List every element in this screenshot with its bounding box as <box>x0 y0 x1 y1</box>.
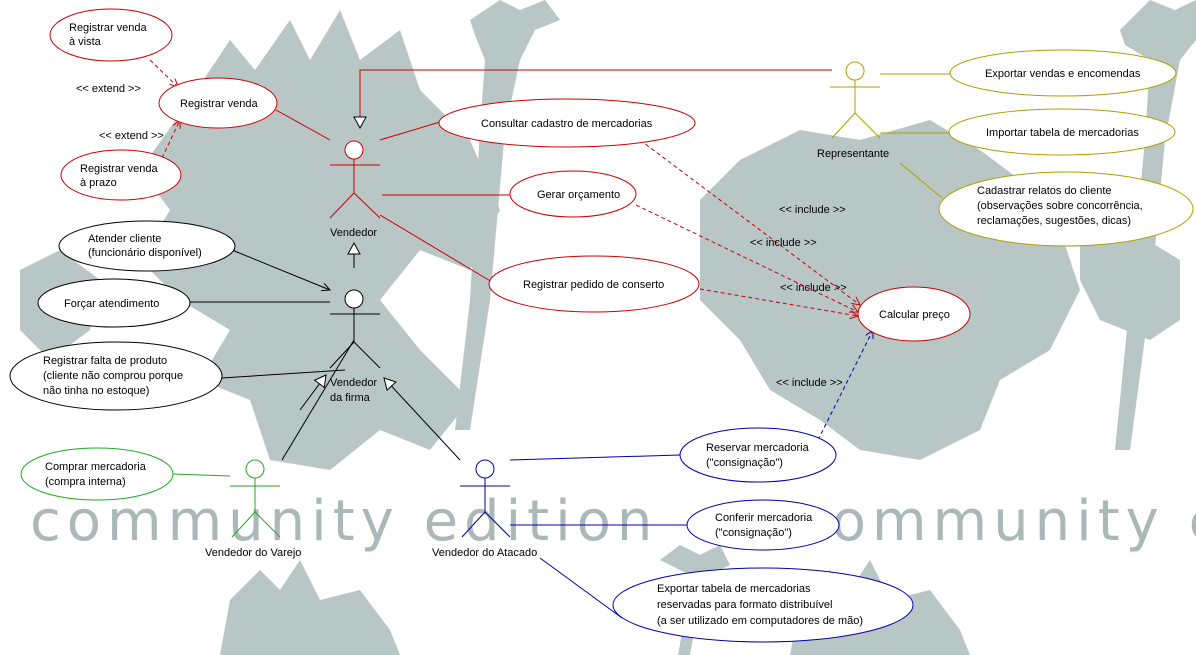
actor-vendedor-do-atacado[interactable]: Vendedor do Atacado <box>432 459 537 559</box>
use-case-label-line: ("consignação") <box>715 527 792 539</box>
use-case-forcar-atendimento[interactable]: Forçar atendimento <box>37 278 191 328</box>
use-case-registrar-venda-a-vista[interactable]: Registrar venda à vista <box>49 8 173 62</box>
watermark-text-left: community edition <box>30 489 658 554</box>
use-case-label-line: Cadastrar relatos do cliente <box>977 185 1112 197</box>
assoc-rep-relatos <box>899 162 943 199</box>
include-label: << include >> <box>780 282 847 294</box>
use-case-label-line: Registrar falta de produto <box>43 355 167 367</box>
use-case-conferir-mercadoria[interactable]: Conferir mercadoria ("consignação") <box>686 499 840 551</box>
extend-vista-to-registrar <box>149 59 178 87</box>
stereotype-labels: << extend >> << extend >> << include >> … <box>76 83 847 389</box>
use-case-label-line: ("consignação") <box>706 457 783 469</box>
use-case-cadastrar-relatos[interactable]: Cadastrar relatos do cliente (observaçõe… <box>938 171 1194 247</box>
use-case-label-line: Registrar venda <box>180 98 259 110</box>
actor-label: Vendedor do Varejo <box>205 547 301 559</box>
use-case-gerar-orcamento[interactable]: Gerar orçamento <box>509 170 637 218</box>
assoc-varejo-line <box>281 339 355 461</box>
use-case-registrar-venda[interactable]: Registrar venda <box>158 77 278 129</box>
extend-label: << extend >> <box>76 83 141 95</box>
use-case-label-line: à vista <box>69 36 102 48</box>
actor-vendedor-do-varejo[interactable]: Vendedor do Varejo <box>205 459 301 559</box>
assoc-vendedor-consultar-cadastro <box>379 121 441 141</box>
use-case-label-line: reservadas para formato distribuível <box>657 599 832 611</box>
use-case-label-line: Exportar tabela de mercadorias <box>657 583 811 595</box>
actor-label: Representante <box>817 148 889 160</box>
extend-label: << extend >> <box>99 130 164 142</box>
watermark-hand-right <box>1080 230 1180 340</box>
generalization-varejo-firma <box>299 374 327 411</box>
use-case-reservar-mercadoria[interactable]: Reservar mercadoria ("consignação") <box>679 427 837 483</box>
include-label: << include >> <box>779 204 846 216</box>
include-consultar-calcular <box>639 139 860 305</box>
actor-vendedor-da-firma[interactable]: Vendedor da firma <box>329 289 381 404</box>
use-case-label-line: não tinha no estoque) <box>43 385 149 397</box>
use-case-label-line: reclamações, sugestões, dicas) <box>977 215 1131 227</box>
watermark-trident-left <box>455 0 560 430</box>
use-case-label-line: Registrar venda <box>69 22 148 34</box>
actor-label-line2: da firma <box>330 392 371 404</box>
use-case-label-line: Importar tabela de mercadorias <box>986 127 1139 139</box>
use-case-importar-tabela[interactable]: Importar tabela de mercadorias <box>948 108 1176 156</box>
extend-prazo-to-registrar <box>161 120 180 159</box>
assoc-atender-firma <box>231 249 330 290</box>
watermark-figure-bottom-left <box>220 560 400 655</box>
use-case-label-line: (funcionário disponível) <box>88 247 202 259</box>
include-label: << include >> <box>750 237 817 249</box>
use-case-exportar-vendas[interactable]: Exportar vendas e encomendas <box>949 49 1177 97</box>
use-case-atender-cliente[interactable]: Atender cliente (funcionário disponível) <box>58 220 236 272</box>
use-case-label-line: Exportar vendas e encomendas <box>985 68 1141 80</box>
use-case-label-line: Comprar mercadoria <box>45 461 147 473</box>
use-case-label-line: (cliente não comprou porque <box>43 370 183 382</box>
use-case-label-line: Consultar cadastro de mercadorias <box>481 118 653 130</box>
assoc-atacado-reservar <box>509 454 681 461</box>
assoc-varejo-comprar <box>171 473 231 477</box>
include-conserto-calcular <box>699 288 858 316</box>
use-case-label-line: Calcular preço <box>879 309 950 321</box>
use-case-label-line: à prazo <box>80 177 117 189</box>
use-case-label-line: Forçar atendimento <box>64 298 159 310</box>
actor-label: Vendedor <box>330 227 377 239</box>
include-label: << include >> <box>776 377 843 389</box>
use-case-label-line: (a ser utilizado em computadores de mão) <box>657 615 863 627</box>
assoc-vendedor-registrar-venda <box>275 109 331 141</box>
use-case-label-line: Gerar orçamento <box>537 189 620 201</box>
assoc-vendedor-registrar-pedido <box>379 214 493 283</box>
use-case-registrar-pedido-conserto[interactable]: Registrar pedido de conserto <box>488 255 700 313</box>
use-case-label-line: Registrar venda <box>80 163 159 175</box>
use-case-calcular-preco[interactable]: Calcular preço <box>857 286 971 342</box>
generalization-atacado-firma <box>383 377 461 461</box>
associations <box>149 59 950 619</box>
generalization-representante-vendedor <box>353 69 832 130</box>
include-orcamento-calcular <box>635 204 858 312</box>
assoc-atacado-exportar <box>539 557 623 619</box>
use-case-label-line: Atender cliente <box>88 233 161 245</box>
use-case-registrar-falta-produto[interactable]: Registrar falta de produto (cliente não … <box>9 341 223 411</box>
use-case-label-line: Reservar mercadoria <box>706 442 810 454</box>
use-case-exportar-tabela-reservadas[interactable]: Exportar tabela de mercadorias reservada… <box>612 567 914 643</box>
use-case-label-line: (compra interna) <box>45 476 126 488</box>
actor-vendedor[interactable]: Vendedor <box>329 140 381 239</box>
use-case-registrar-venda-a-prazo[interactable]: Registrar venda à prazo <box>60 149 182 201</box>
actor-label-line1: Vendedor <box>330 377 377 389</box>
use-case-label-line: Conferir mercadoria <box>715 512 813 524</box>
actor-label: Vendedor do Atacado <box>432 547 537 559</box>
assoc-falta-firma <box>221 369 346 379</box>
use-case-consultar-cadastro[interactable]: Consultar cadastro de mercadorias <box>438 98 696 148</box>
use-case-comprar-mercadoria[interactable]: Comprar mercadoria (compra interna) <box>20 447 174 501</box>
use-case-label-line: (observações sobre concorrência, <box>977 200 1143 212</box>
actor-representante[interactable]: Representante <box>817 61 889 160</box>
use-case-label-line: Registrar pedido de conserto <box>523 279 664 291</box>
watermark-text-right: community edit <box>795 489 1196 554</box>
